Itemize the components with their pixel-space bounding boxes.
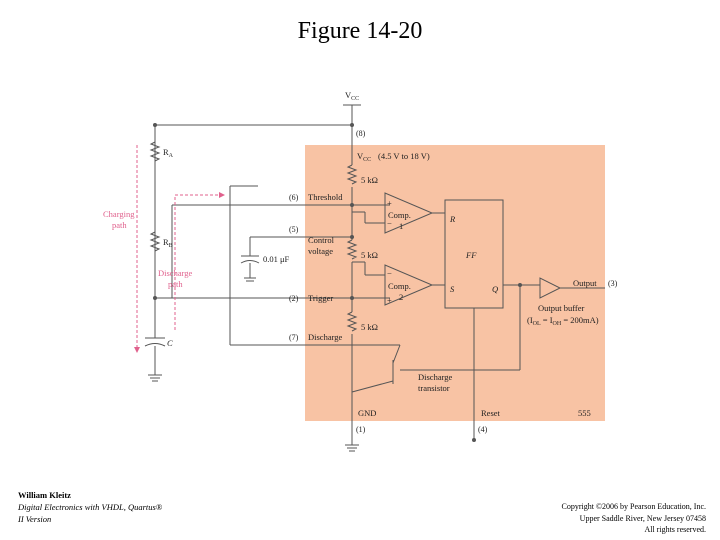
ra-label: RA bbox=[163, 147, 174, 159]
vcc-range-label: (4.5 V to 18 V) bbox=[378, 151, 430, 161]
cap-value-label: 0.01 μF bbox=[263, 254, 290, 264]
discharge-path-arrow bbox=[174, 192, 225, 330]
discharge-path-label-1: Discharge bbox=[158, 268, 193, 278]
vcc-inside-label: VCC bbox=[357, 151, 371, 163]
discharge-path-label-2: path bbox=[168, 279, 183, 289]
ff-label: FF bbox=[465, 250, 477, 260]
charging-path-label-2: path bbox=[112, 220, 127, 230]
comp1-label: Comp. bbox=[388, 210, 411, 220]
comp2-plus: + bbox=[387, 295, 392, 305]
ff-s-label: S bbox=[450, 284, 455, 294]
ff-r-label: R bbox=[449, 214, 456, 224]
resistor-internal-2 bbox=[346, 239, 358, 260]
comp1-minus: − bbox=[387, 218, 392, 228]
resistor-ra bbox=[149, 141, 161, 162]
chip-number: 555 bbox=[578, 408, 591, 418]
footer-right: Copyright ©2006 by Pearson Education, In… bbox=[562, 501, 707, 536]
ff-q-label: Q bbox=[492, 284, 498, 294]
pin-5-label: (5) bbox=[289, 225, 299, 234]
rb-label: RB bbox=[163, 237, 173, 249]
resistor-2-label: 5 kΩ bbox=[361, 250, 378, 260]
comp2-minus: − bbox=[387, 268, 392, 278]
footer-book-line-1: Digital Electronics with VHDL, Quartus® bbox=[18, 502, 163, 512]
resistor-1-label: 5 kΩ bbox=[361, 175, 378, 185]
pin-4-label: (4) bbox=[478, 425, 488, 434]
control-label: Control bbox=[308, 235, 335, 245]
comp1-plus: + bbox=[387, 198, 392, 208]
pin-8-label: (8) bbox=[356, 129, 366, 138]
resistor-internal-1 bbox=[346, 164, 358, 185]
output-label: Output bbox=[573, 278, 597, 288]
voltage-label: voltage bbox=[308, 246, 333, 256]
reset-label: Reset bbox=[481, 408, 501, 418]
copyright-line-3: All rights reserved. bbox=[644, 525, 706, 534]
discharge-transistor-label-2: transistor bbox=[418, 383, 450, 393]
pin-3-label: (3) bbox=[608, 279, 618, 288]
pin-6-label: (6) bbox=[289, 193, 299, 202]
pin-1-label: (1) bbox=[356, 425, 366, 434]
resistor-internal-3 bbox=[346, 311, 358, 332]
comp2-label: Comp. bbox=[388, 281, 411, 291]
comparator-1 bbox=[384, 192, 434, 234]
c-label: C bbox=[167, 338, 173, 348]
footer-left: William Kleitz Digital Electronics with … bbox=[18, 489, 162, 525]
threshold-label: Threshold bbox=[308, 192, 343, 202]
resistor-3-label: 5 kΩ bbox=[361, 322, 378, 332]
output-buffer-spec: (IOL = IOH = 200mA) bbox=[527, 315, 599, 327]
pin-2-label: (2) bbox=[289, 294, 299, 303]
output-buffer-label: Output buffer bbox=[538, 303, 585, 313]
footer-book-line-2: II Version bbox=[18, 514, 52, 524]
comparator-2 bbox=[384, 264, 434, 306]
trigger-label: Trigger bbox=[308, 293, 333, 303]
resistor-rb bbox=[149, 231, 161, 252]
output-buffer bbox=[539, 277, 562, 299]
comp2-number: 2 bbox=[399, 292, 403, 302]
copyright-line-2: Upper Saddle River, New Jersey 07458 bbox=[579, 513, 706, 523]
footer-author: William Kleitz bbox=[18, 490, 71, 500]
slide-title: Figure 14-20 bbox=[297, 18, 423, 44]
charging-path-label-1: Charging bbox=[103, 209, 135, 219]
gnd-label: GND bbox=[358, 408, 376, 418]
copyright-line-1: Copyright ©2006 by Pearson Education, In… bbox=[561, 502, 707, 511]
discharge-pin-label: Discharge bbox=[308, 332, 343, 342]
ic-body bbox=[305, 145, 605, 421]
discharge-transistor-label-1: Discharge bbox=[418, 372, 453, 382]
vcc-top-label: VCC bbox=[345, 90, 359, 102]
pin-7-label: (7) bbox=[289, 333, 299, 342]
comp1-number: 1 bbox=[399, 221, 403, 231]
